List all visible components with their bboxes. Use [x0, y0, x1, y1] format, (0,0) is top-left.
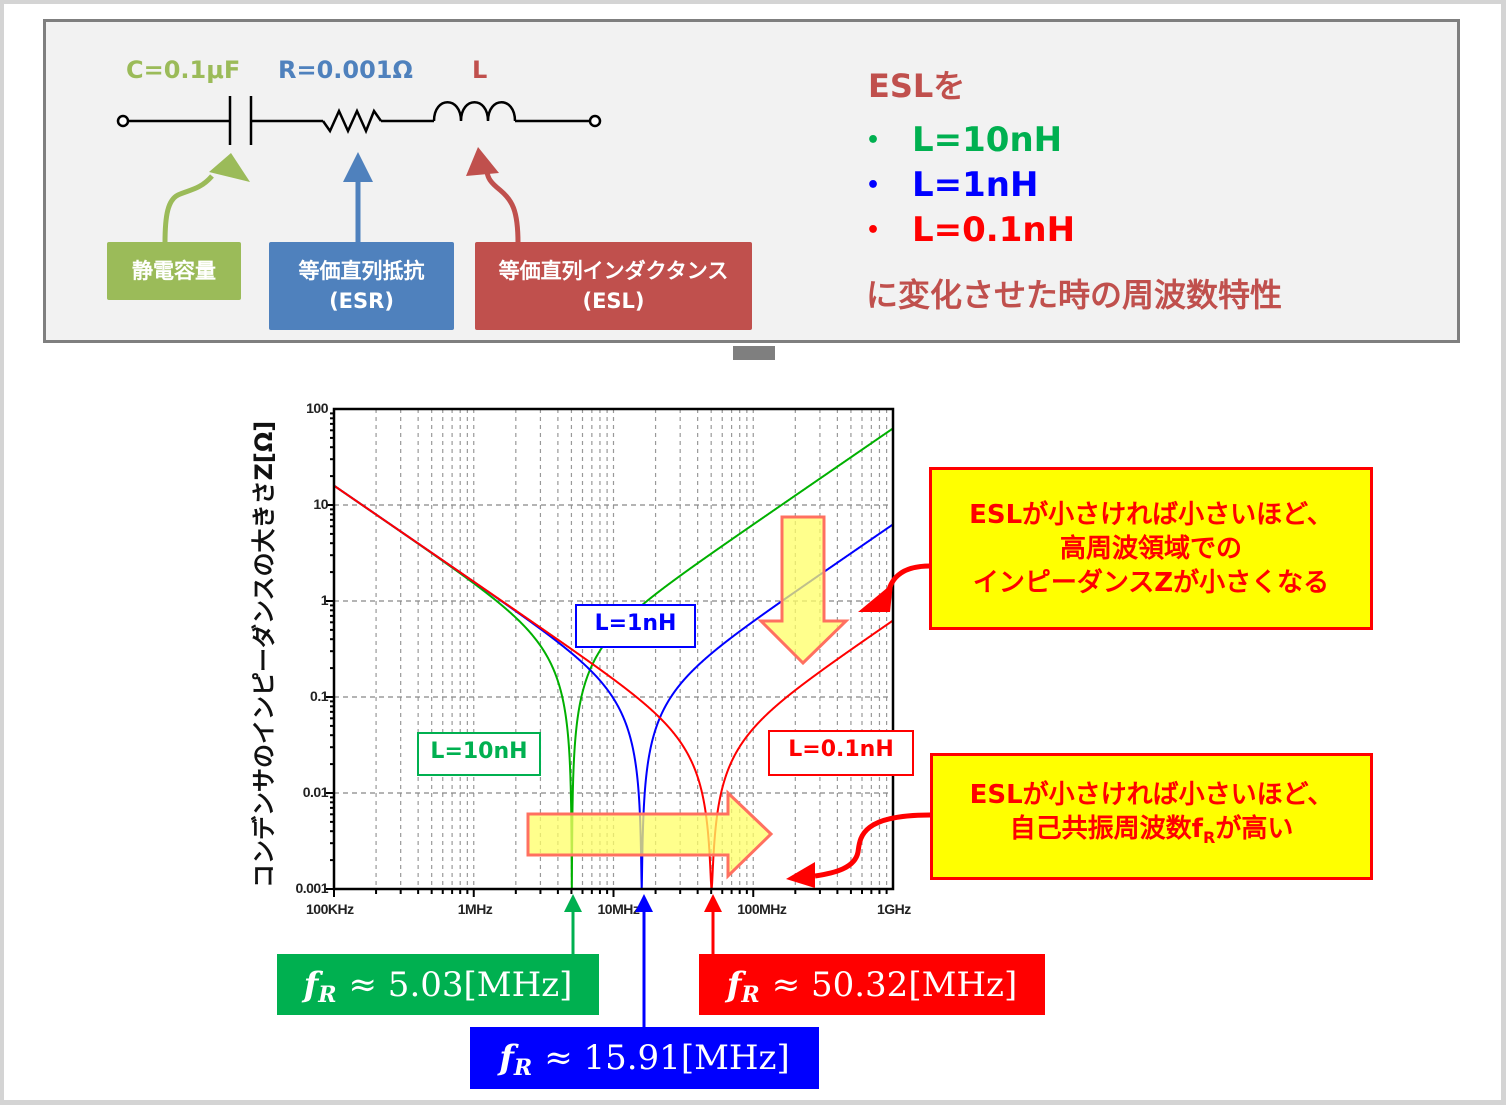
- callout-esr-abbr: (ESR): [329, 289, 394, 313]
- chart-grid: [334, 409, 893, 889]
- x-tick-label: 1GHz: [877, 901, 911, 917]
- esl-item-10nh: • L=10nH: [866, 120, 1062, 160]
- bullet-icon: •: [866, 127, 881, 153]
- inductor-callout-arrow-icon: [466, 147, 521, 244]
- terminal-right-icon: [588, 114, 602, 128]
- callout-esl-abbr: (ESL): [582, 289, 645, 313]
- series-line-L=0.1nH: [333, 484, 894, 890]
- bullet-icon: •: [866, 217, 881, 243]
- callout-capacitance: 静電容量: [107, 242, 241, 300]
- series-tag-1nh: L=1nH: [575, 604, 696, 648]
- x-tick-label: 1MHz: [457, 901, 493, 917]
- x-tick-label: 100MHz: [737, 901, 787, 917]
- y-tick-label: 0.001: [295, 880, 328, 896]
- esl-item-label: L=10nH: [912, 120, 1063, 160]
- esl-footer: に変化させた時の周波数特性: [866, 276, 1283, 314]
- chart-axes: [326, 407, 895, 897]
- note-line: 高周波領域での: [1059, 533, 1242, 564]
- series-tag-10nh: L=10nH: [417, 732, 541, 776]
- callout-capacitance-text: 静電容量: [132, 259, 216, 283]
- series-tag-01nh: L=0.1nH: [768, 730, 914, 776]
- callout-esl: 等価直列インダクタンス (ESL): [475, 242, 752, 330]
- note-impedance: ESLが小さければ小さいほど、 高周波領域での インピーダンスZが小さくなる: [929, 467, 1373, 630]
- circuit-diagram: [116, 96, 775, 360]
- y-tick-label: 10: [313, 496, 328, 512]
- callout-esr: 等価直列抵抗 (ESR): [269, 242, 454, 330]
- inductor-value-label: L: [472, 56, 488, 84]
- esl-item-label: L=1nH: [912, 165, 1039, 205]
- resistor-icon: [321, 107, 383, 135]
- esl-item-1nh: • L=1nH: [866, 165, 1038, 205]
- resistor-value-label: R=0.001Ω: [278, 56, 413, 84]
- bullet-icon: •: [866, 172, 881, 198]
- capacitor-callout-arrow-icon: [162, 153, 250, 244]
- resistor-callout-arrow-icon: [343, 152, 373, 243]
- y-tick-label: 1: [320, 592, 329, 608]
- note-resonance: ESLが小さければ小さいほど、 自己共振周波数fRが高い: [930, 753, 1373, 880]
- y-tick-label: 0.1: [310, 688, 328, 704]
- esl-item-01nh: • L=0.1nH: [866, 210, 1075, 250]
- note-line: ESLが小さければ小さいほど、: [969, 499, 1333, 530]
- down-arrow-icon: [733, 346, 775, 360]
- capacitor-value-label: C=0.1μF: [126, 56, 241, 84]
- esl-heading: ESLを: [868, 67, 966, 105]
- note-line: ESLが小さければ小さいほど、: [969, 779, 1334, 810]
- y-tick-label: 100: [306, 400, 328, 416]
- note-line: インピーダンスZが小さくなる: [972, 567, 1330, 598]
- x-tick-label: 10MHz: [597, 901, 640, 917]
- y-tick-label: 0.01: [302, 784, 329, 800]
- note-line: 自己共振周波数fRが高い: [1009, 813, 1294, 848]
- esl-item-label: L=0.1nH: [912, 210, 1076, 250]
- callout-esl-text: 等価直列インダクタンス: [498, 259, 729, 283]
- x-tick-label: 100KHz: [306, 901, 354, 917]
- inductor-icon: [432, 101, 517, 122]
- callout-esr-text: 等価直列抵抗: [298, 259, 425, 283]
